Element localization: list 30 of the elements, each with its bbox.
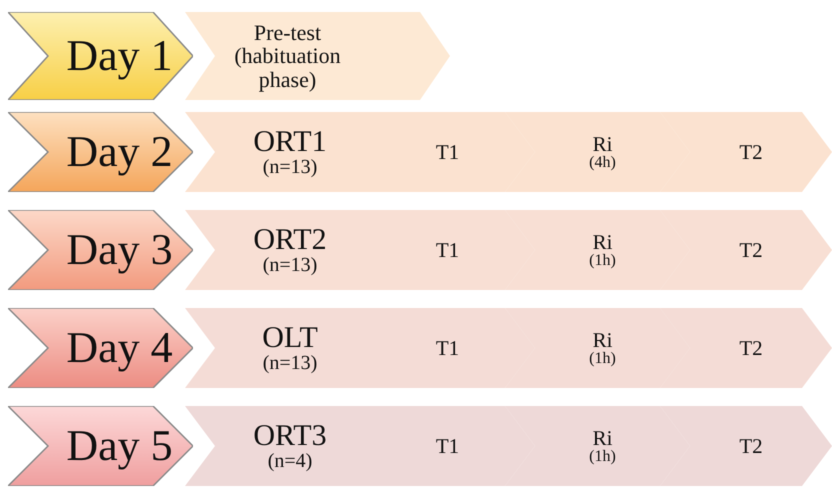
day-label: Day 1 bbox=[66, 32, 173, 80]
day-label: Day 2 bbox=[66, 128, 173, 176]
sample-size-label: (n=4) bbox=[268, 451, 312, 472]
day-label: Day 5 bbox=[66, 422, 173, 470]
step-label: T2 bbox=[739, 336, 763, 360]
step-label: T2 bbox=[739, 140, 763, 164]
sample-size-label: (n=13) bbox=[262, 157, 318, 178]
test-name-label: ORT1 bbox=[253, 126, 327, 158]
step-label: Ri bbox=[592, 426, 612, 449]
duration-label: (1h) bbox=[589, 350, 616, 368]
duration-label: (1h) bbox=[589, 252, 616, 270]
test-name-label: OLT bbox=[262, 322, 318, 354]
duration-label: (4h) bbox=[589, 154, 616, 172]
step-label: Ri bbox=[592, 132, 612, 155]
duration-label: (1h) bbox=[589, 448, 616, 466]
step-label: T2 bbox=[739, 434, 763, 458]
step-label: Ri bbox=[592, 328, 612, 351]
step-label: T1 bbox=[436, 336, 460, 360]
sample-size-label: (n=13) bbox=[262, 255, 318, 276]
test-name-label: ORT2 bbox=[253, 224, 327, 256]
day-label: Day 3 bbox=[66, 226, 173, 274]
phase-label: Pre-test (habituation phase) bbox=[233, 21, 342, 91]
test-name-label: ORT3 bbox=[253, 420, 327, 452]
step-label: T2 bbox=[739, 238, 763, 262]
step-label: T1 bbox=[436, 140, 460, 164]
sample-size-label: (n=13) bbox=[262, 353, 318, 374]
step-label: Ri bbox=[592, 230, 612, 253]
step-label: T1 bbox=[436, 238, 460, 262]
step-label: T1 bbox=[436, 434, 460, 458]
day-label: Day 4 bbox=[66, 324, 173, 372]
